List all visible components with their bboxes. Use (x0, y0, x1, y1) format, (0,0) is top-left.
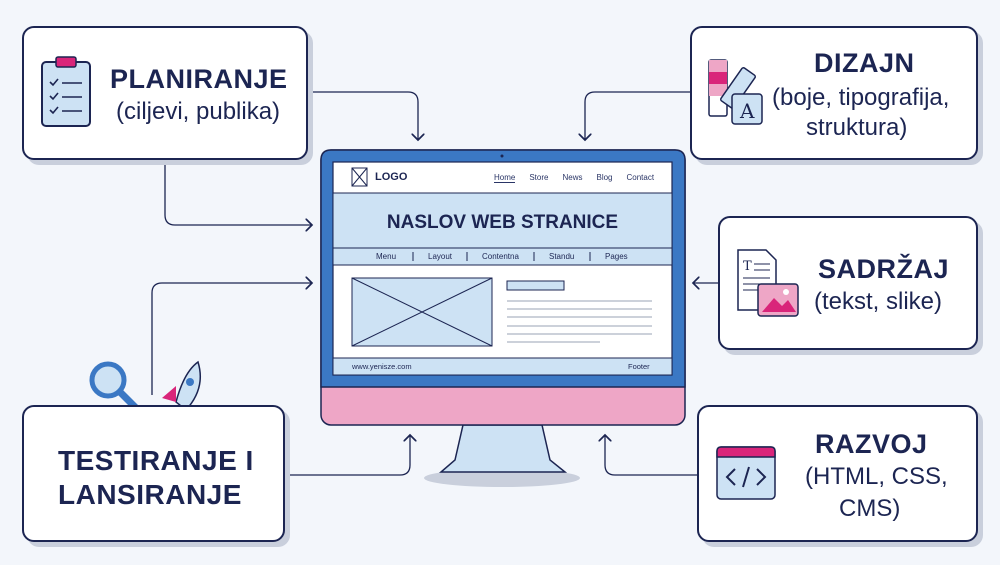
planiranje-title: PLANIRANJE (110, 64, 288, 94)
nav-blog[interactable]: Blog (596, 173, 613, 182)
nav-contact[interactable]: Contact (626, 173, 655, 182)
testiranje-title-1: TESTIRANJE I (58, 445, 254, 476)
step-dizajn: A DIZAJN (boje, tipografija, struktura) (690, 26, 978, 160)
razvoj-subtitle-2: CMS) (839, 495, 901, 522)
svg-text:A: A (739, 99, 755, 123)
sadrzaj-title: SADRŽAJ (818, 254, 950, 284)
svg-text:T: T (743, 259, 752, 274)
sadrzaj-subtitle: (tekst, slike) (814, 288, 943, 315)
dizajn-subtitle-1: (boje, tipografija, (772, 84, 950, 111)
dizajn-subtitle-2: struktura) (806, 114, 908, 141)
razvoj-title: RAZVOJ (815, 429, 928, 459)
nav-news[interactable]: News (562, 173, 583, 182)
document-image-icon: T (737, 249, 799, 317)
step-testiranje: TESTIRANJE I LANSIRANJE (22, 405, 285, 542)
nav-store[interactable]: Store (529, 173, 549, 182)
menu-item: Contentna (482, 252, 519, 261)
website-url: www.yenisze.com (352, 362, 412, 371)
nav-home[interactable]: Home (494, 173, 516, 183)
menu-item: Layout (428, 252, 453, 261)
website-footer: Footer (628, 362, 650, 371)
logo-text: LOGO (375, 171, 408, 183)
menu-item: Menu (376, 252, 397, 261)
monitor-illustration (320, 149, 686, 487)
step-planiranje: PLANIRANJE (ciljevi, publika) (22, 26, 308, 160)
menu-item: Pages (605, 252, 628, 261)
testiranje-title-2: LANSIRANJE (58, 479, 242, 510)
menu-item: Standu (549, 252, 575, 261)
website-headline: NASLOV WEB STRANICE (386, 212, 619, 233)
razvoj-subtitle-1: (HTML, CSS, (805, 463, 948, 490)
clipboard-checklist-icon (41, 56, 91, 127)
step-sadrzaj: T SADRŽAJ (tekst, slike) (718, 216, 978, 350)
step-razvoj: RAZVOJ (HTML, CSS, CMS) (697, 405, 978, 542)
dizajn-title: DIZAJN (814, 48, 915, 78)
planiranje-subtitle: (ciljevi, publika) (116, 98, 281, 125)
code-window-icon (716, 446, 776, 500)
website-nav: Home Store News Blog Contact (480, 173, 654, 183)
color-swatch-typography-icon: A (708, 59, 763, 125)
